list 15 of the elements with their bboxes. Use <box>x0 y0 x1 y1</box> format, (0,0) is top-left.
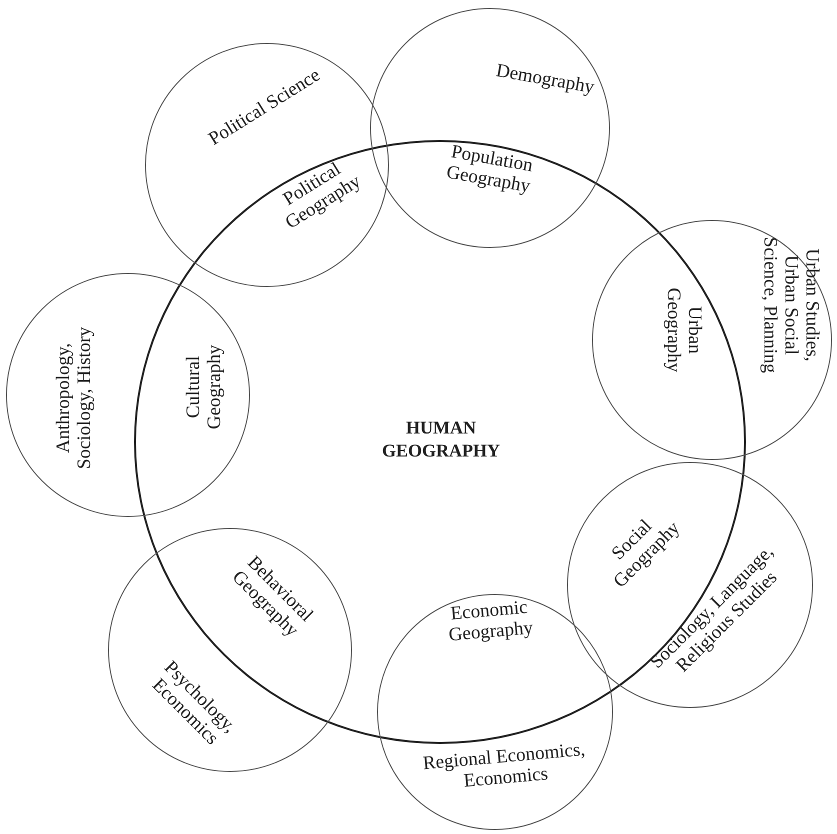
topic-circle <box>145 43 389 287</box>
topic-circle <box>377 594 613 830</box>
topic-label: Regional Economics, Economics <box>421 739 587 794</box>
topic-label: Urban Studies, Urban Social Science, Planning <box>758 236 822 376</box>
topic-label: Cultural Geography <box>184 344 226 432</box>
topic-label: Economic Geography <box>446 596 535 648</box>
topic-circle <box>108 528 352 772</box>
topic-circle <box>6 273 250 517</box>
topic-circle <box>592 220 832 460</box>
topic-label: Anthropology, Sociology, History <box>54 326 96 472</box>
topic-circle <box>567 462 813 708</box>
topic-label: Population Geography <box>444 140 536 200</box>
topic-label: Urban Geography <box>662 286 704 374</box>
title-label: HUMAN GEOGRAPHY <box>380 416 501 462</box>
topic-circle <box>370 8 610 248</box>
